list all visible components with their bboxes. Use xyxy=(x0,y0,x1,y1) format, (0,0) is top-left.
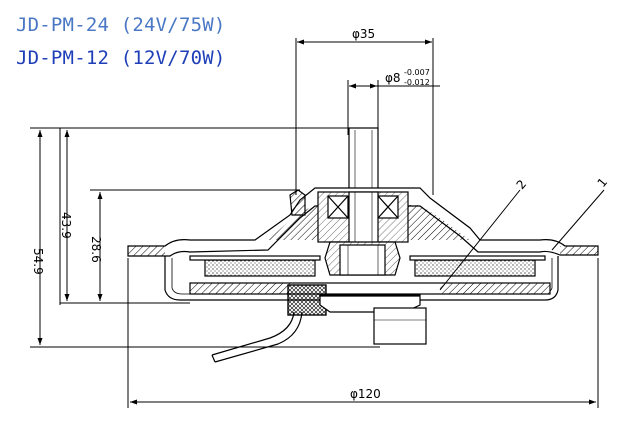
dimension-phi120 xyxy=(127,258,599,408)
dimension-54-9 xyxy=(30,127,380,348)
dim-label-phi120: φ120 xyxy=(350,387,381,401)
dimension-28-6 xyxy=(90,189,300,301)
dim-tol-lower: -0.012 xyxy=(404,78,430,87)
dimension-43-9 xyxy=(59,128,190,305)
dim-label-54-9: 54.9 xyxy=(31,248,45,275)
dimension-phi35 xyxy=(295,38,434,195)
dimension-phi8 xyxy=(347,80,440,135)
callout-1: 1 xyxy=(595,175,611,190)
dim-label-phi35: φ35 xyxy=(352,27,375,41)
callout-2: 2 xyxy=(514,177,530,192)
model-label-12v: JD-PM-12 (12V/70W) xyxy=(16,47,226,69)
dim-label-43-9: 43.9 xyxy=(59,212,73,239)
dim-label-phi8: φ8 xyxy=(385,71,401,85)
motor-cross-section xyxy=(127,127,605,363)
dim-tol-upper: -0.007 xyxy=(404,68,430,77)
dim-label-28-6: 28.6 xyxy=(89,236,103,263)
model-label-24v: JD-PM-24 (24V/75W) xyxy=(16,14,226,36)
